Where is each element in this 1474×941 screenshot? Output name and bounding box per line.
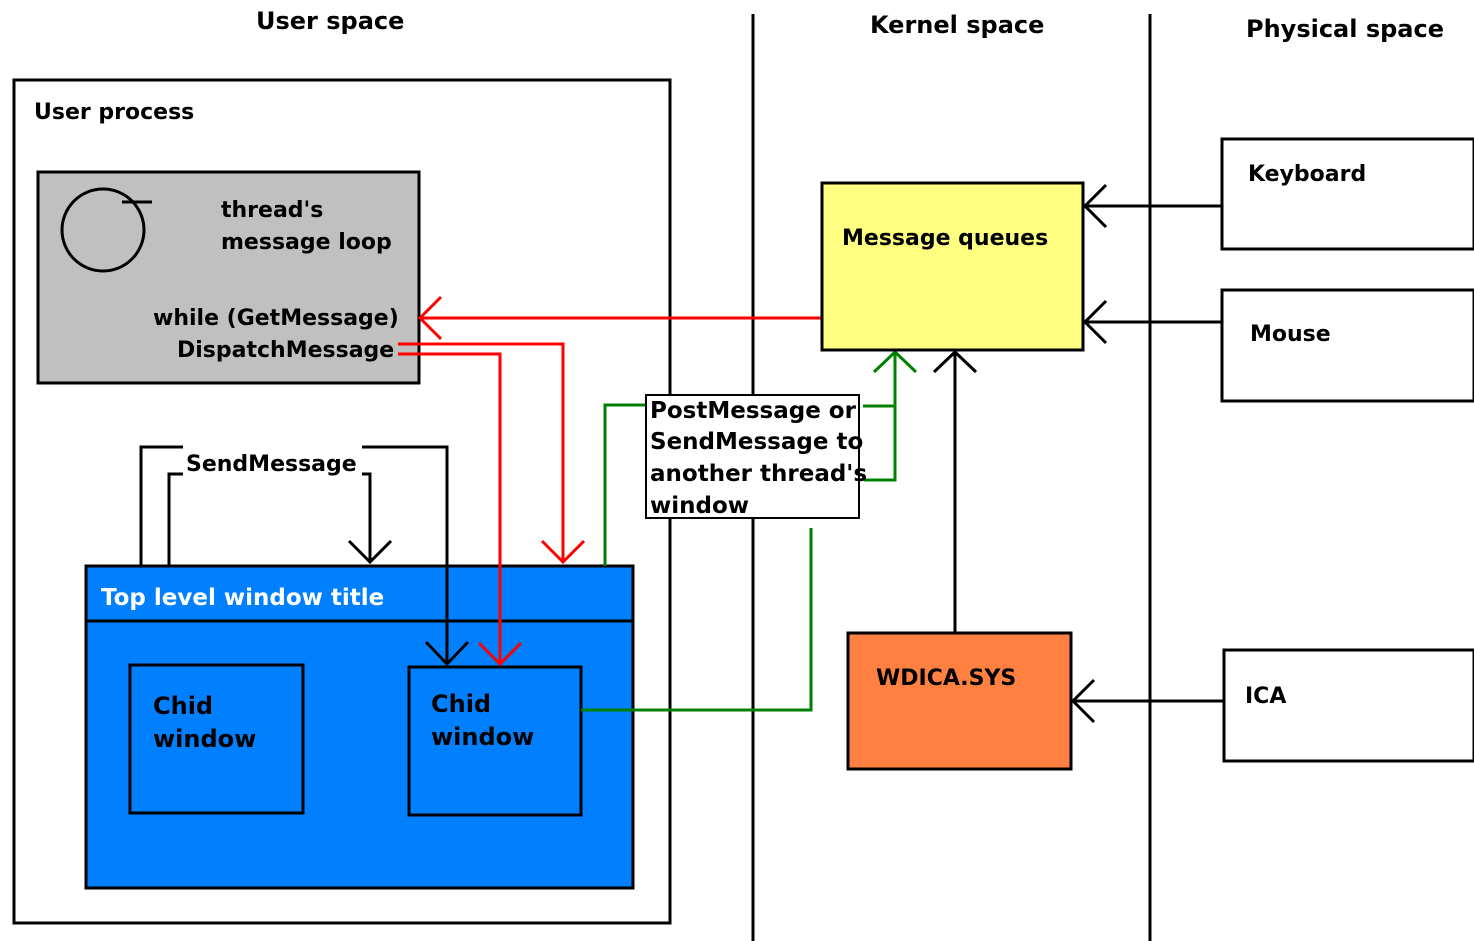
- wdica-label: WDICA.SYS: [876, 666, 1016, 691]
- send-message-label: SendMessage: [186, 452, 357, 477]
- message-loop-line2: message loop: [221, 230, 392, 255]
- child-window-right: [407, 665, 583, 817]
- keyboard-box: [1220, 137, 1474, 251]
- post-message-note-line2: SendMessage to: [650, 429, 863, 455]
- message-queues-label: Message queues: [842, 226, 1048, 251]
- user-process-label: User process: [34, 100, 194, 125]
- post-message-note-line3: another thread's: [650, 461, 867, 487]
- post-message-note-box: [645, 394, 860, 519]
- post-message-note-line1: PostMessage or: [650, 398, 857, 424]
- message-queues-box: [820, 181, 1085, 352]
- ica-label: ICA: [1245, 684, 1286, 709]
- mouse-label: Mouse: [1250, 322, 1331, 347]
- send-message-connector: [139, 445, 470, 667]
- loop-icon: [60, 187, 152, 273]
- dispatch-message-arrows: [398, 342, 586, 667]
- child-window-left: [128, 663, 305, 815]
- keyboard-arrow: [1082, 183, 1222, 229]
- child-window-right-line1: Chid: [431, 690, 491, 718]
- get-message-label: while (GetMessage): [153, 306, 399, 331]
- message-loop-box: [36, 170, 421, 385]
- keyboard-label: Keyboard: [1248, 162, 1366, 187]
- post-message-connectors: [581, 349, 918, 712]
- heading-user-space: User space: [256, 7, 404, 35]
- post-message-note-line4: window: [650, 493, 749, 519]
- heading-kernel-space: Kernel space: [870, 11, 1044, 39]
- dispatch-message-label: DispatchMessage: [177, 338, 394, 363]
- message-loop-line1: thread's: [221, 198, 323, 223]
- wdica-box: [846, 631, 1073, 771]
- child-window-left-line2: window: [153, 725, 256, 753]
- ica-box: [1222, 648, 1474, 763]
- wdica-to-queue-arrow: [932, 349, 978, 633]
- ica-arrow: [1070, 678, 1224, 724]
- child-window-left-line1: Chid: [153, 692, 213, 720]
- mouse-arrow: [1082, 299, 1222, 345]
- top-level-window-title: Top level window title: [101, 585, 384, 611]
- child-window-right-line2: window: [431, 723, 534, 751]
- heading-physical-space: Physical space: [1246, 15, 1444, 43]
- get-message-arrow: [417, 295, 822, 341]
- mouse-box: [1220, 288, 1474, 403]
